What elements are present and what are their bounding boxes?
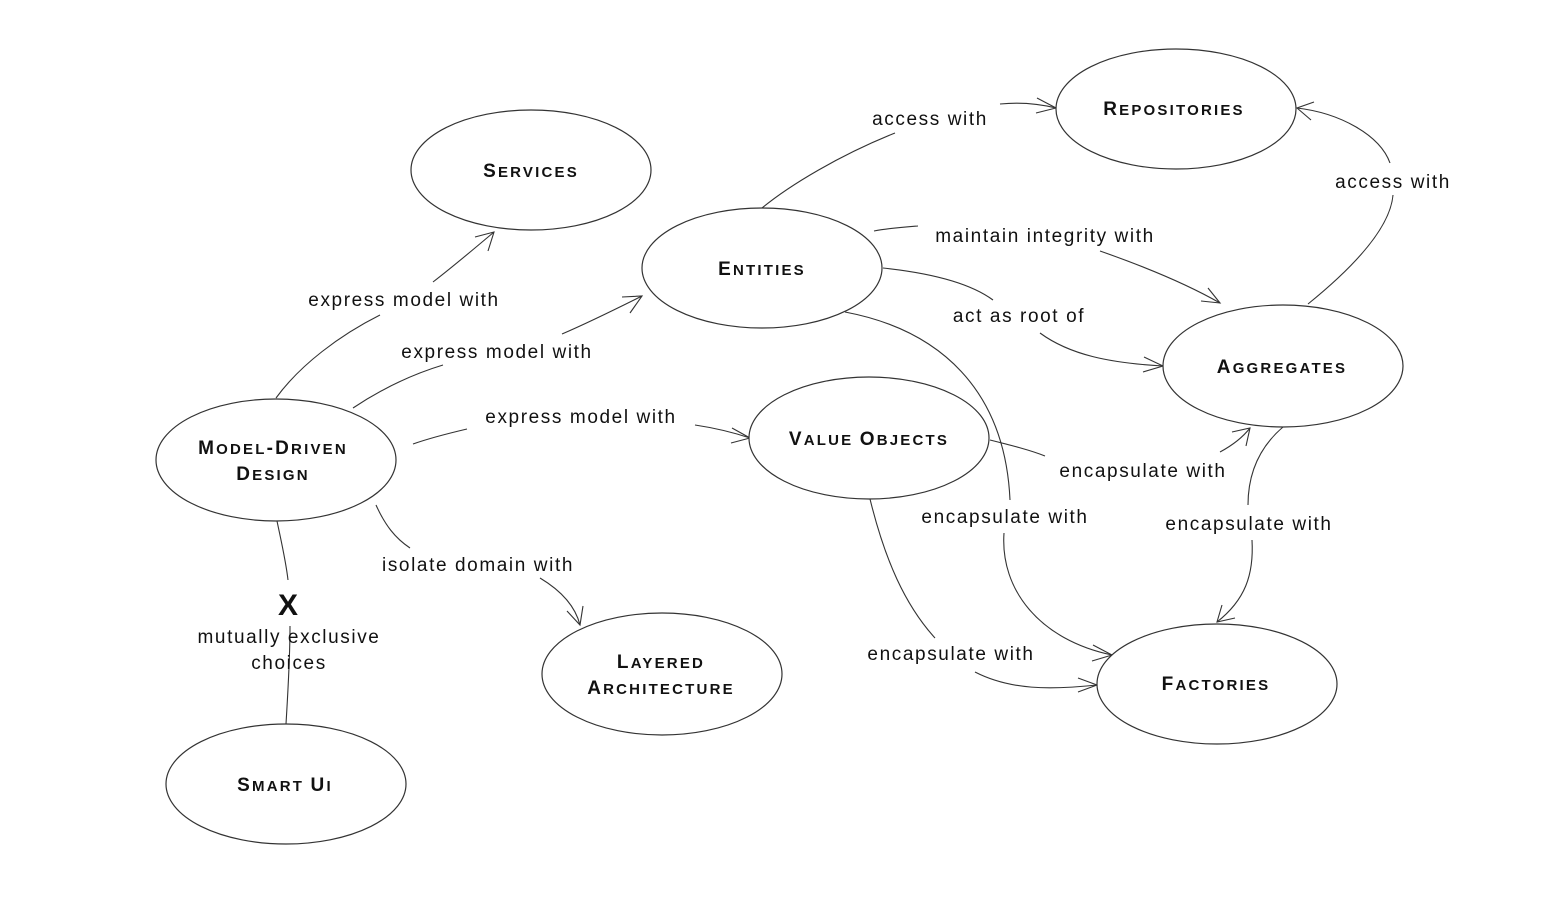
edge-label: maintain integrity with	[935, 226, 1155, 247]
edge-label: express model with	[485, 407, 676, 428]
edge-entities-aggregates-integrity-2	[1099, 250, 1221, 304]
node-label: REPOSITORIES	[1103, 99, 1245, 120]
edge-entities-factories-2	[1003, 532, 1113, 656]
edge-label: choices	[251, 653, 327, 674]
node-value-objects[interactable]: VALUE OBJECTS	[748, 376, 990, 500]
edge-mdd-layered	[375, 504, 411, 549]
node-label: FACTORIES	[1162, 674, 1271, 695]
edge-mdd-valueobjects-2	[694, 424, 751, 439]
node-label: ENTITIES	[718, 259, 806, 280]
arrow-head-icon	[1200, 287, 1222, 304]
edge-aggregates-factories-2	[1216, 539, 1253, 623]
edge-label: isolate domain with	[382, 555, 574, 576]
nodes: MODEL-DRIVEN DESIGN SERVICES ENTITIES VA…	[155, 48, 1404, 845]
edge-entities-aggregates-root-2	[1039, 332, 1164, 367]
node-label: LAYERED	[617, 652, 705, 673]
node-label: VALUE OBJECTS	[789, 429, 949, 450]
edge-label: access with	[1335, 172, 1451, 193]
edges	[275, 97, 1394, 725]
edge-label: encapsulate with	[867, 644, 1034, 665]
arrow-head-icon	[1216, 604, 1236, 623]
node-label: MODEL-DRIVEN	[198, 438, 348, 459]
node-label: SERVICES	[483, 161, 579, 182]
edge-entities-repositories	[761, 132, 896, 209]
arrow-head-icon	[621, 295, 644, 314]
edge-entities-factories	[844, 311, 1011, 501]
edge-mdd-smartui-2	[285, 625, 291, 725]
node-smart-ui[interactable]: SMART UI	[165, 723, 407, 845]
node-services[interactable]: SERVICES	[410, 109, 652, 231]
edge-mdd-services	[275, 314, 381, 399]
edge-valueobjects-aggregates	[989, 439, 1046, 457]
edge-aggregates-repositories-2	[1296, 107, 1391, 164]
node-aggregates[interactable]: AGGREGATES	[1162, 304, 1404, 428]
edge-label: encapsulate with	[1059, 461, 1226, 482]
edge-entities-aggregates-root	[882, 267, 994, 301]
edge-valueobjects-factories	[869, 498, 936, 639]
edge-label: encapsulate with	[1165, 514, 1332, 535]
edge-entities-repositories-2	[999, 102, 1057, 109]
arrow-head-icon	[1231, 427, 1251, 447]
edge-mdd-entities	[352, 364, 444, 409]
node-factories[interactable]: FACTORIES	[1096, 623, 1338, 745]
node-label: AGGREGATES	[1217, 357, 1347, 378]
edge-mdd-valueobjects	[412, 428, 468, 445]
node-label: SMART UI	[237, 775, 333, 796]
node-entities[interactable]: ENTITIES	[641, 207, 883, 329]
mutually-exclusive-x-icon: X	[278, 589, 298, 622]
arrow-head-icon	[1295, 101, 1315, 121]
edge-valueobjects-factories-2	[974, 671, 1098, 689]
edge-mdd-layered-2	[539, 577, 581, 626]
edge-label: express model with	[308, 290, 499, 311]
arrow-head-icon	[474, 231, 495, 252]
node-label: DESIGN	[236, 464, 310, 485]
edge-mdd-services-2	[432, 231, 495, 283]
node-label: ARCHITECTURE	[587, 678, 735, 699]
edge-aggregates-repositories	[1307, 194, 1394, 305]
edge-mdd-smartui	[276, 520, 289, 581]
edge-label: encapsulate with	[921, 507, 1088, 528]
edge-valueobjects-aggregates-2	[1219, 427, 1251, 453]
edge-label: access with	[872, 109, 988, 130]
edge-entities-aggregates-integrity	[873, 225, 919, 232]
node-model-driven-design[interactable]: MODEL-DRIVEN DESIGN	[155, 398, 397, 522]
edge-label: act as root of	[953, 306, 1085, 327]
edge-label: mutually exclusive	[198, 627, 381, 648]
arrow-head-icon	[566, 605, 584, 627]
edge-aggregates-factories	[1247, 426, 1284, 506]
edge-label: express model with	[401, 342, 592, 363]
node-layered-architecture[interactable]: LAYERED ARCHITECTURE	[541, 612, 783, 736]
edge-labels: express model with express model with ex…	[198, 109, 1451, 674]
node-repositories[interactable]: REPOSITORIES	[1055, 48, 1297, 170]
edge-mdd-entities-2	[561, 295, 643, 335]
